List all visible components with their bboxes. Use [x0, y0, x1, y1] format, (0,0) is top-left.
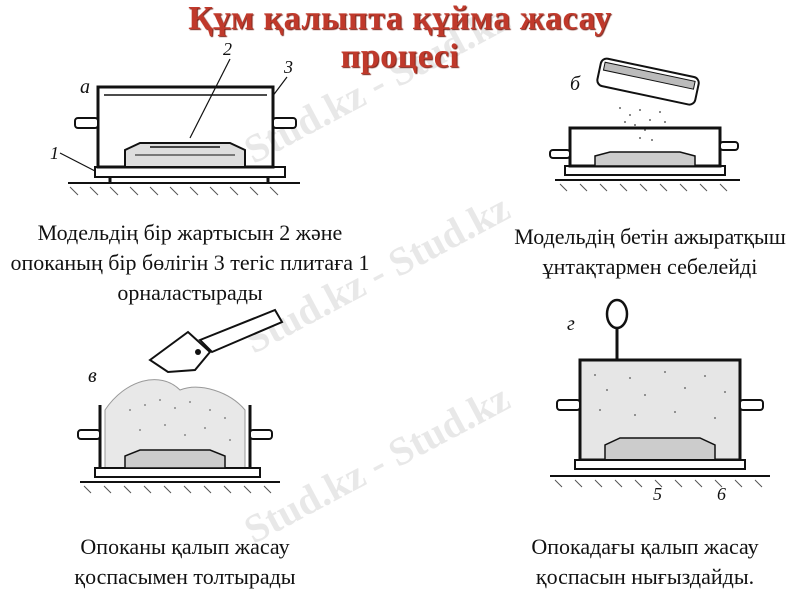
figure-d-caption-line: қоспасын нығыздайды. — [535, 564, 755, 589]
figure-a-number-3: 3 — [283, 57, 293, 77]
figure-a-caption-line: орналастырады — [117, 280, 263, 305]
figure-a-letter: а — [80, 76, 90, 98]
figure-a-caption: Модельдің бір жартысын 2 және опоканың б… — [0, 218, 380, 308]
figure-d-letter: г — [567, 313, 575, 335]
figure-a-caption-line: Модельдің бір жартысын 2 және — [37, 220, 343, 245]
figure-a-number-2: 2 — [223, 39, 232, 59]
figure-a-number-1: 1 — [50, 143, 59, 163]
page-title-line2: процесі — [340, 38, 460, 75]
figure-a-diagram: а 2 3 1 — [50, 39, 300, 196]
figure-b-diagram: б — [549, 57, 740, 192]
figure-c-letter: в — [88, 365, 97, 387]
figure-a-caption-line: опоканың бір бөлігін 3 тегіс плитаға 1 — [10, 250, 370, 275]
figure-b-caption-line: ұнтақтармен себелейді — [542, 254, 758, 279]
figure-d-diagram: г 5 6 — [550, 298, 770, 504]
figure-c-caption-line: қоспасымен толтырады — [74, 564, 296, 589]
page-title: Құм қалыпта құйма жасау — [188, 0, 612, 37]
figure-d-caption: Опокадағы қалып жасау қоспасын нығыздайд… — [480, 532, 800, 592]
figure-b-caption-line: Модельдің бетін ажыратқыш — [514, 224, 786, 249]
figure-c-caption: Опоканы қалып жасау қоспасымен толтырады — [0, 532, 370, 592]
figure-b-caption: Модельдің бетін ажыратқыш ұнтақтармен се… — [470, 222, 800, 282]
figure-c-caption-line: Опоканы қалып жасау — [80, 534, 290, 559]
figure-c-diagram: в — [77, 308, 284, 494]
figure-b-letter: б — [570, 73, 581, 95]
figure-d-number-5: 5 — [653, 484, 662, 504]
figure-d-caption-line: Опокадағы қалып жасау — [531, 534, 759, 559]
figure-d-number-6: 6 — [717, 484, 726, 504]
